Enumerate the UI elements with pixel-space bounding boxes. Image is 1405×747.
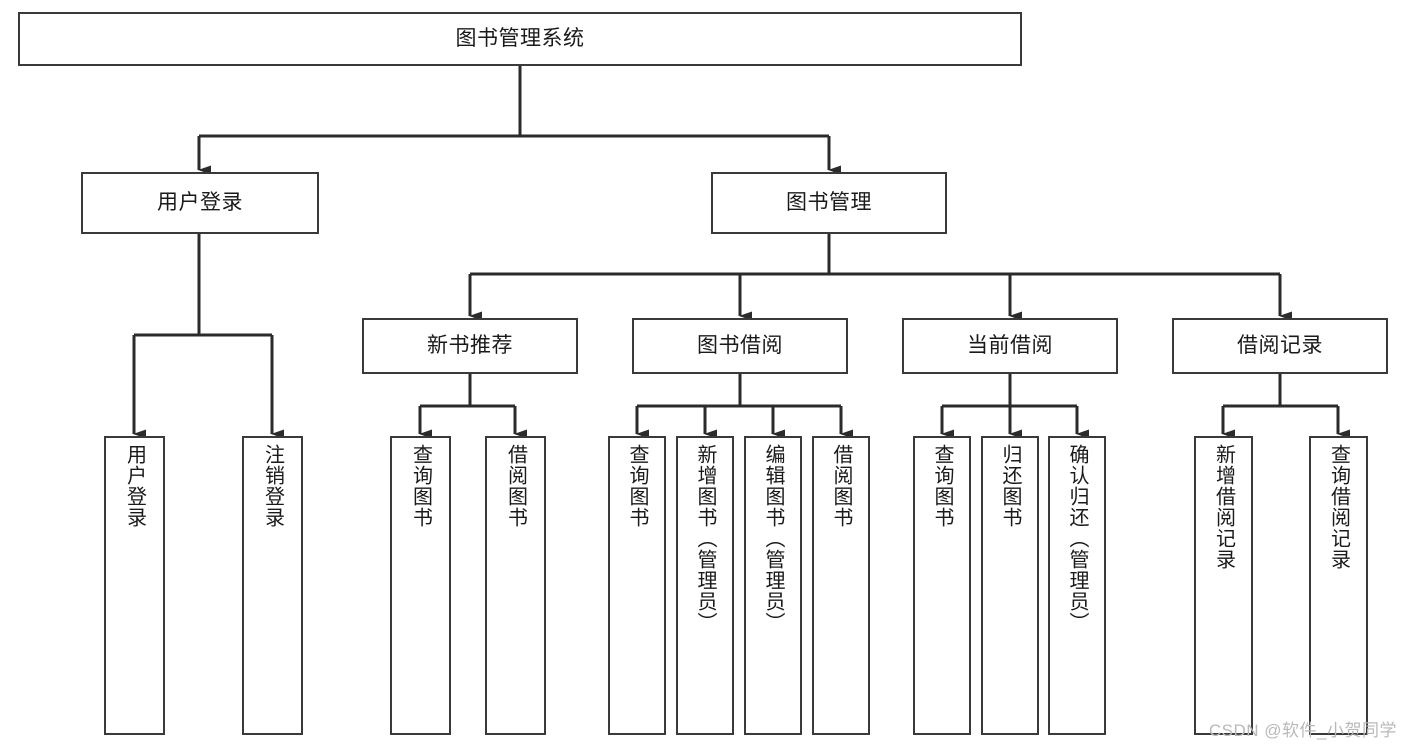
node-leaf-borrow-book-2[interactable]: 借阅图书 xyxy=(812,436,870,735)
node-leaf-confirm-return[interactable]: 确认归还（管理员） xyxy=(1048,436,1106,735)
node-leaf-query-record[interactable]: 查询借阅记录 xyxy=(1309,436,1368,735)
node-leaf-return-book[interactable]: 归还图书 xyxy=(981,436,1039,735)
node-label-leaf-query-record: 查询借阅记录 xyxy=(1327,444,1350,570)
node-label-book-manage: 图书管理 xyxy=(786,191,872,215)
node-current-borrow[interactable]: 当前借阅 xyxy=(902,318,1118,374)
node-borrow-record[interactable]: 借阅记录 xyxy=(1172,318,1388,374)
node-label-leaf-return-book: 归还图书 xyxy=(999,444,1021,528)
node-label-leaf-add-book: 新增图书（管理员） xyxy=(694,444,716,633)
node-label-book-borrow: 图书借阅 xyxy=(697,334,783,358)
node-label-leaf-borrow-book-1: 借阅图书 xyxy=(504,444,527,528)
node-label-leaf-user-logout: 注销登录 xyxy=(261,444,284,528)
node-label-leaf-edit-book: 编辑图书（管理员） xyxy=(762,444,784,633)
node-leaf-add-book[interactable]: 新增图书（管理员） xyxy=(676,436,734,735)
node-leaf-edit-book[interactable]: 编辑图书（管理员） xyxy=(744,436,802,735)
connector-lines xyxy=(132,66,1350,439)
node-leaf-add-record[interactable]: 新增借阅记录 xyxy=(1194,436,1253,735)
node-label-leaf-add-record: 新增借阅记录 xyxy=(1212,444,1235,570)
node-book-borrow[interactable]: 图书借阅 xyxy=(632,318,848,374)
node-leaf-user-logout[interactable]: 注销登录 xyxy=(242,436,303,735)
node-label-leaf-user-login: 用户登录 xyxy=(123,444,146,528)
node-label-current-borrow: 当前借阅 xyxy=(967,334,1053,358)
node-label-leaf-query-book-1: 查询图书 xyxy=(409,444,432,528)
node-book-manage[interactable]: 图书管理 xyxy=(711,172,947,234)
node-label-leaf-confirm-return: 确认归还（管理员） xyxy=(1066,444,1088,633)
node-label-leaf-query-book-3: 查询图书 xyxy=(931,444,953,528)
node-label-borrow-record: 借阅记录 xyxy=(1237,334,1323,358)
node-new-book-rec[interactable]: 新书推荐 xyxy=(362,318,578,374)
node-leaf-query-book-3[interactable]: 查询图书 xyxy=(913,436,971,735)
node-root[interactable]: 图书管理系统 xyxy=(18,12,1022,66)
node-label-new-book-rec: 新书推荐 xyxy=(427,334,513,358)
node-leaf-query-book-1[interactable]: 查询图书 xyxy=(390,436,451,735)
node-label-user-login: 用户登录 xyxy=(157,191,243,215)
node-label-leaf-query-book-2: 查询图书 xyxy=(626,444,648,528)
node-label-root: 图书管理系统 xyxy=(455,27,585,51)
node-leaf-borrow-book-1[interactable]: 借阅图书 xyxy=(485,436,546,735)
node-leaf-query-book-2[interactable]: 查询图书 xyxy=(608,436,666,735)
node-leaf-user-login[interactable]: 用户登录 xyxy=(104,436,165,735)
node-label-leaf-borrow-book-2: 借阅图书 xyxy=(830,444,852,528)
node-user-login[interactable]: 用户登录 xyxy=(81,172,319,234)
